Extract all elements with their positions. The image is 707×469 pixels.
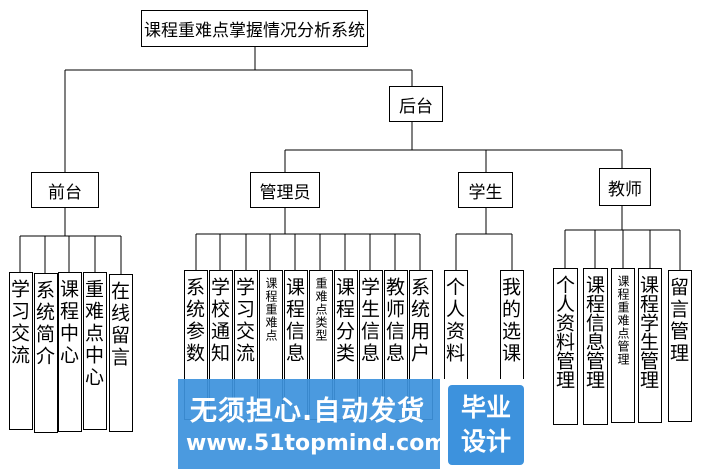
frontend-leaf: 课程中心 bbox=[58, 272, 82, 432]
watermark-badge-line1: 毕业 bbox=[460, 393, 511, 422]
teacher-leaf: 课程重难点管理 bbox=[611, 268, 635, 423]
frontend-node: 前台 bbox=[31, 172, 99, 208]
watermark-background bbox=[178, 379, 440, 469]
root-node: 课程重难点掌握情况分析系统 bbox=[141, 10, 368, 47]
teacher-node: 教师 bbox=[599, 168, 651, 206]
watermark-badge-line2: 设计 bbox=[460, 427, 511, 456]
watermark-badge: 毕业 设计 bbox=[448, 385, 524, 465]
admin-node: 管理员 bbox=[250, 172, 320, 208]
frontend-leaf: 在线留言 bbox=[109, 274, 133, 432]
watermark-slogan: 无须担心.自动发货 bbox=[190, 396, 426, 427]
watermark-badge-area: 毕业 设计 bbox=[440, 379, 528, 469]
frontend-leaf: 学习交流 bbox=[9, 272, 33, 430]
teacher-leaf: 留言管理 bbox=[668, 270, 692, 422]
frontend-leaf: 系统简介 bbox=[34, 273, 58, 433]
backend-node: 后台 bbox=[389, 86, 443, 122]
student-node: 学生 bbox=[458, 172, 513, 208]
watermark-url: www.51topmind.com bbox=[186, 431, 448, 456]
frontend-leaf: 重难点中心 bbox=[83, 272, 107, 430]
watermark-banner: 无须担心.自动发货 www.51topmind.com 毕业 设计 bbox=[178, 379, 528, 469]
teacher-leaf: 课程信息管理 bbox=[583, 268, 608, 425]
teacher-leaf: 课程学生管理 bbox=[638, 268, 662, 423]
teacher-leaf: 个人资料管理 bbox=[553, 268, 578, 425]
